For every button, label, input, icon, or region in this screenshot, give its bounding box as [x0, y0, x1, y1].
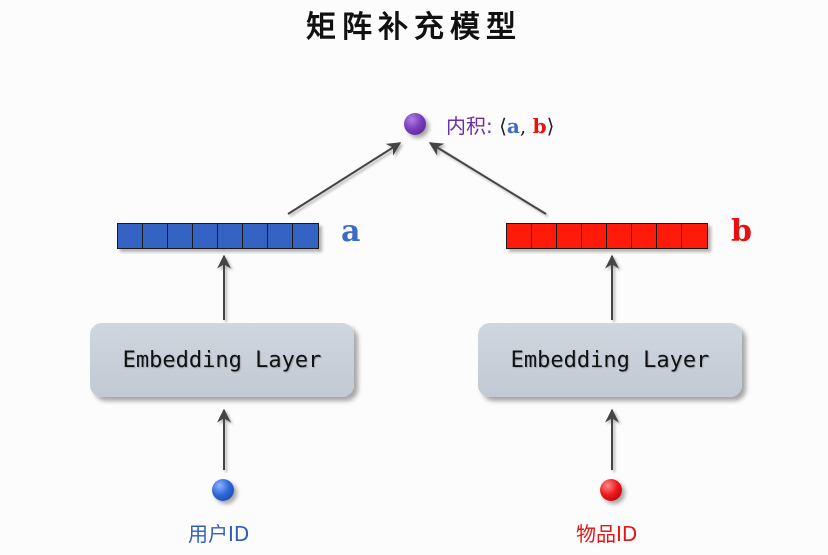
vector-b-cell	[557, 224, 582, 248]
vector-a-label: a	[341, 214, 361, 249]
vector-b	[506, 223, 708, 249]
vector-b-cell	[532, 224, 557, 248]
inner-product-text: 内积:	[446, 114, 493, 138]
user-id-node-icon	[212, 479, 234, 501]
comma: ,	[519, 114, 527, 138]
vector-a-cell	[293, 224, 318, 248]
vector-a	[117, 223, 319, 249]
user-id-label: 用户ID	[188, 522, 250, 546]
vector-a-cell	[268, 224, 293, 248]
vector-b-cell	[657, 224, 682, 248]
diagram-title: 矩阵补充模型	[306, 10, 522, 45]
vector-b-cell	[607, 224, 632, 248]
inner-product-var-a: a	[506, 114, 520, 138]
vector-b-label: b	[731, 214, 752, 249]
arrow-a-to-inner-product	[287, 142, 402, 215]
user-embedding-layer: Embedding Layer	[90, 323, 354, 397]
vector-a-cell	[168, 224, 193, 248]
vector-b-cell	[507, 224, 532, 248]
item-id-node-icon	[600, 479, 622, 501]
inner-product-var-b: b	[532, 114, 547, 138]
item-id-label: 物品ID	[576, 522, 638, 546]
inner-product-label: 内积: ⟨a, b⟩	[446, 110, 554, 139]
vector-b-cell	[632, 224, 657, 248]
vector-b-cell	[682, 224, 707, 248]
vector-a-cell	[218, 224, 243, 248]
close-angle-bracket: ⟩	[546, 114, 555, 138]
inner-product-node-icon	[404, 113, 426, 135]
item-embedding-layer: Embedding Layer	[478, 323, 742, 397]
vector-a-cell	[118, 224, 143, 248]
vector-a-cell	[243, 224, 268, 248]
vector-a-cell	[193, 224, 218, 248]
vector-a-cell	[143, 224, 168, 248]
open-angle-bracket: ⟨	[499, 114, 507, 138]
vector-b-cell	[582, 224, 607, 248]
arrow-b-to-inner-product	[428, 142, 547, 215]
